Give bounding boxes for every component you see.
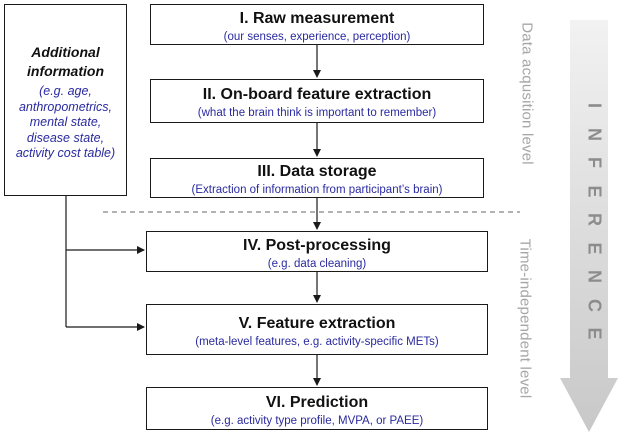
step-feature-extraction-subtitle: (meta-level features, e.g. activity-spec… — [195, 336, 439, 348]
step-data-storage-title: III. Data storage — [257, 163, 377, 180]
data-acquisition-level-label: Data acqusition level — [518, 22, 536, 165]
step-post-processing-subtitle: (e.g. data cleaning) — [267, 258, 367, 270]
inference-letter: N — [584, 127, 605, 141]
inference-letter: F — [584, 157, 605, 168]
step-on-board-feature-extraction-title: II. On-board feature extraction — [202, 86, 432, 103]
step-on-board-feature-extraction: II. On-board feature extraction (what th… — [150, 79, 484, 123]
step-post-processing-title: IV. Post-processing — [243, 237, 391, 254]
step-feature-extraction: V. Feature extraction (meta-level featur… — [146, 304, 488, 355]
step-raw-measurement-title: I. Raw measurement — [239, 10, 395, 27]
step-post-processing: IV. Post-processing (e.g. data cleaning) — [146, 231, 488, 272]
step-data-storage-subtitle: (Extraction of information from particip… — [191, 184, 443, 196]
step-prediction-subtitle: (e.g. activity type profile, MVPA, or PA… — [210, 415, 424, 427]
time-independent-level-label: Time-independent level — [516, 238, 534, 399]
inference-letter: E — [584, 327, 605, 340]
step-raw-measurement: I. Raw measurement (our senses, experien… — [150, 4, 484, 45]
inference-letter: C — [584, 298, 605, 312]
inference-letter: N — [584, 270, 605, 283]
inference-letter: E — [584, 241, 605, 254]
inference-letter: I — [584, 102, 605, 108]
step-raw-measurement-subtitle: (our senses, experience, perception) — [223, 31, 411, 43]
step-feature-extraction-title: V. Feature extraction — [238, 315, 396, 332]
step-data-storage: III. Data storage (Extraction of informa… — [150, 158, 484, 198]
inference-arrow — [560, 20, 618, 432]
additional-information-title: Additional information — [27, 44, 104, 79]
step-prediction: VI. Prediction (e.g. activity type profi… — [146, 387, 488, 430]
additional-information-box: Additional information (e.g. age, anthro… — [4, 4, 127, 196]
inference-letter: E — [584, 184, 605, 197]
additional-information-detail: (e.g. age, anthropometrics, mental state… — [15, 84, 116, 160]
step-on-board-feature-extraction-subtitle: (what the brain think is important to re… — [197, 107, 437, 119]
inference-letter: R — [584, 213, 605, 226]
step-prediction-title: VI. Prediction — [265, 394, 369, 411]
